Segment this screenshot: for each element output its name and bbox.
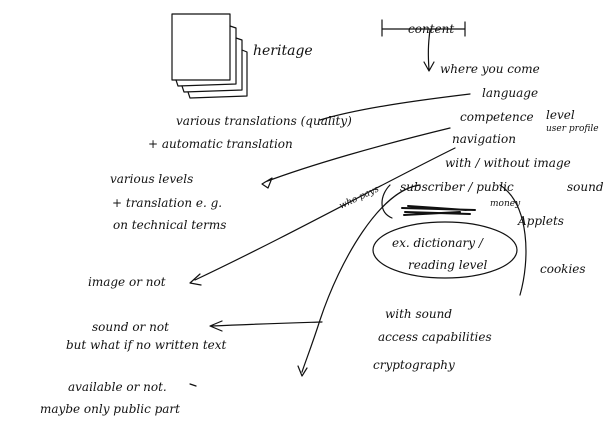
automatic-translation-label: + automatic translation	[148, 137, 293, 151]
language-label: language	[482, 86, 539, 100]
arrow-translations	[319, 93, 471, 121]
dictionary-label: ex. dictionary /	[392, 236, 483, 250]
arrow-available	[189, 383, 197, 387]
sound-label: sound	[567, 180, 604, 194]
where-you-come-label: where you come	[440, 62, 540, 76]
arrow-who-pays	[297, 184, 421, 377]
arrow-sound	[209, 320, 323, 332]
competence-label: competence	[460, 110, 534, 124]
page-stack-icon	[171, 13, 248, 99]
with-sound-label: with sound	[385, 307, 452, 321]
cookies-curve	[499, 184, 527, 296]
various-levels-label: various levels	[110, 172, 194, 186]
scribble	[401, 205, 476, 216]
level-label: level	[546, 108, 575, 122]
arrow-levels	[261, 127, 451, 189]
cookies-label: cookies	[540, 262, 586, 276]
various-translations-label: various translations (quality)	[176, 114, 352, 128]
translation-eg-label: + translation e. g.	[112, 196, 223, 210]
sound-or-not-label: sound or not	[92, 320, 169, 334]
content-bracket	[381, 19, 466, 37]
cryptography-label: cryptography	[373, 358, 455, 372]
money-label: money	[490, 199, 521, 209]
access-capabilities-label: access capabilities	[378, 330, 492, 344]
image-or-not-label: image or not	[88, 275, 166, 289]
available-or-not-label: available or not.	[68, 380, 167, 394]
dictionary-ellipse	[372, 221, 518, 279]
public-part-label: maybe only public part	[40, 402, 180, 416]
subscriber-public-label: subscriber / public	[400, 180, 514, 194]
user-profile-label: user profile	[546, 124, 599, 134]
no-written-text-label: but what if no written text	[66, 338, 227, 352]
applets-label: Applets	[518, 214, 564, 228]
heritage-label: heritage	[253, 43, 313, 59]
arrow-image	[189, 147, 456, 286]
content-down-arrow	[423, 29, 435, 72]
navigation-label: navigation	[452, 132, 516, 146]
content-label: content	[408, 22, 455, 36]
with-without-image-label: with / without image	[445, 156, 571, 170]
subscriber-loop	[381, 184, 393, 219]
reading-level-label: reading level	[408, 258, 488, 272]
technical-terms-label: on technical terms	[113, 218, 227, 232]
